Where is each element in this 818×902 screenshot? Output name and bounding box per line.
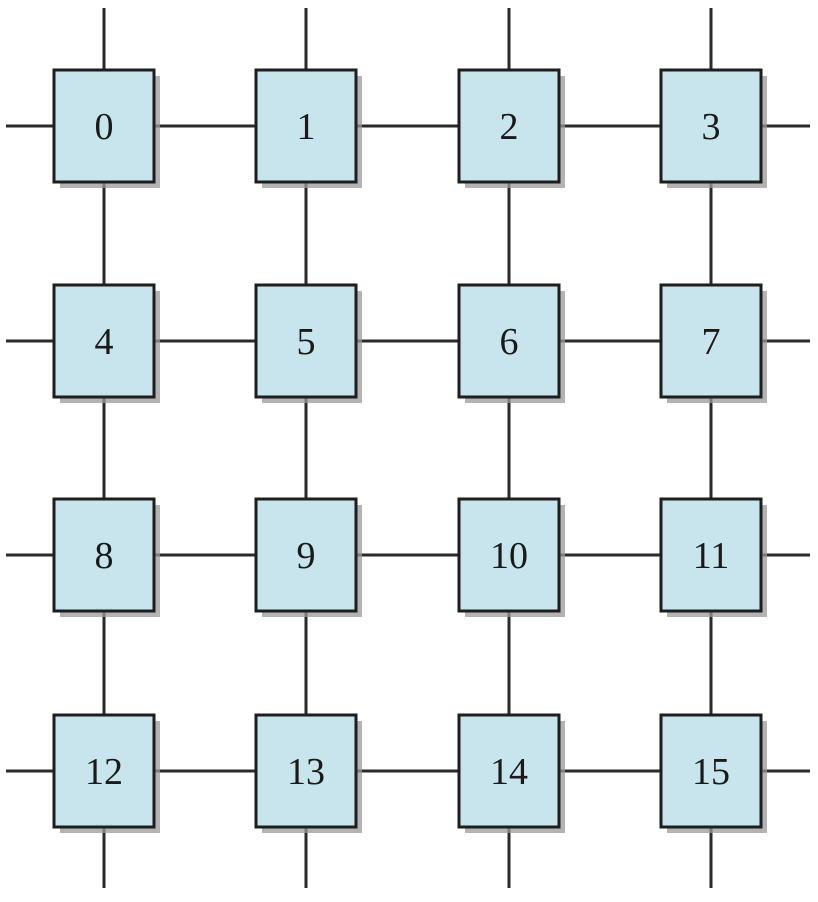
node-label: 15	[692, 751, 730, 793]
node-box	[457, 497, 561, 613]
node-box	[457, 68, 561, 184]
node-box	[52, 283, 156, 399]
node-label: 1	[297, 106, 316, 148]
node-9: 9	[254, 497, 362, 617]
node-label: 13	[287, 751, 325, 793]
node-14: 14	[457, 713, 565, 833]
node-4: 4	[52, 283, 160, 403]
node-label: 12	[85, 751, 123, 793]
node-box	[254, 283, 358, 399]
node-6: 6	[457, 283, 565, 403]
node-label: 5	[297, 321, 316, 363]
node-5: 5	[254, 283, 362, 403]
node-label: 8	[95, 535, 114, 577]
node-label: 0	[95, 106, 114, 148]
node-12: 12	[52, 713, 160, 833]
node-11: 11	[659, 497, 767, 617]
node-8: 8	[52, 497, 160, 617]
node-box	[254, 497, 358, 613]
node-13: 13	[254, 713, 362, 833]
node-box	[659, 68, 763, 184]
node-box	[52, 68, 156, 184]
node-2: 2	[457, 68, 565, 188]
node-box	[457, 713, 561, 829]
node-box	[52, 497, 156, 613]
node-label: 7	[702, 321, 721, 363]
node-10: 10	[457, 497, 565, 617]
node-box	[659, 497, 763, 613]
node-label: 10	[490, 535, 528, 577]
node-box	[52, 713, 156, 829]
node-7: 7	[659, 283, 767, 403]
node-label: 9	[297, 535, 316, 577]
node-box	[659, 283, 763, 399]
node-box	[659, 713, 763, 829]
node-label: 2	[500, 106, 519, 148]
node-3: 3	[659, 68, 767, 188]
node-label: 14	[490, 751, 528, 793]
node-label: 4	[95, 321, 114, 363]
node-box	[254, 68, 358, 184]
node-label: 6	[500, 321, 519, 363]
node-15: 15	[659, 713, 767, 833]
node-label: 11	[693, 535, 730, 577]
node-box	[457, 283, 561, 399]
node-label: 3	[702, 106, 721, 148]
node-1: 1	[254, 68, 362, 188]
node-0: 0	[52, 68, 160, 188]
node-box	[254, 713, 358, 829]
